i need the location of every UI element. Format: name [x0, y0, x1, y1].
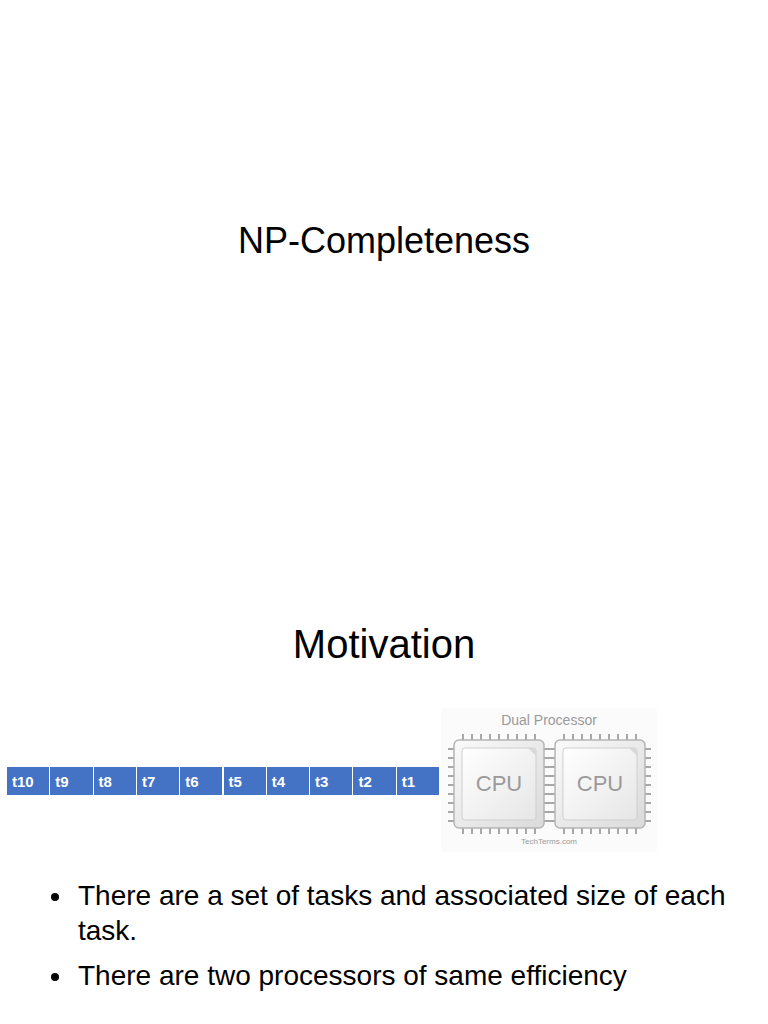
chip-pins: [448, 734, 651, 834]
task-box: t9: [50, 767, 92, 795]
bullet-text: There are a set of tasks and associated …: [74, 878, 768, 948]
task-name: t5: [229, 773, 242, 790]
bullet-list: There are a set of tasks and associated …: [40, 878, 768, 1003]
task-box: t6: [180, 767, 222, 795]
task-box: t7: [137, 767, 179, 795]
cpu-label: CPU: [577, 771, 623, 797]
cpu-chip: [555, 740, 645, 828]
task-box: t4: [267, 767, 309, 795]
section-heading: Motivation: [0, 622, 768, 667]
cpu-label: CPU: [476, 771, 522, 797]
task-box: t10: [7, 767, 49, 795]
task-box: t3: [310, 767, 352, 795]
task-name: t10: [12, 773, 34, 790]
cpu-chip-label: CPU: [462, 748, 536, 820]
task-name: t4: [272, 773, 285, 790]
task-name: t8: [99, 773, 112, 790]
task-name: t3: [315, 773, 328, 790]
image-ground: [441, 708, 657, 852]
image-credit: TechTerms.com: [441, 837, 657, 846]
task-box: t1: [397, 767, 439, 795]
task-name: t2: [358, 773, 371, 790]
image-caption: Dual Processor: [441, 712, 657, 728]
task-box: t8: [94, 767, 136, 795]
task-name: t1: [402, 773, 415, 790]
task-name: t9: [55, 773, 68, 790]
task-box: t5: [224, 767, 266, 795]
task-name: t7: [142, 773, 155, 790]
task-name: t6: [185, 773, 198, 790]
slide-title: NP-Completeness: [0, 220, 768, 262]
cpu-chip-label: CPU: [563, 748, 637, 820]
cpu-chip: [454, 740, 544, 828]
bullet-text: There are two processors of same efficie…: [74, 958, 768, 993]
task-box: t2: [353, 767, 395, 795]
